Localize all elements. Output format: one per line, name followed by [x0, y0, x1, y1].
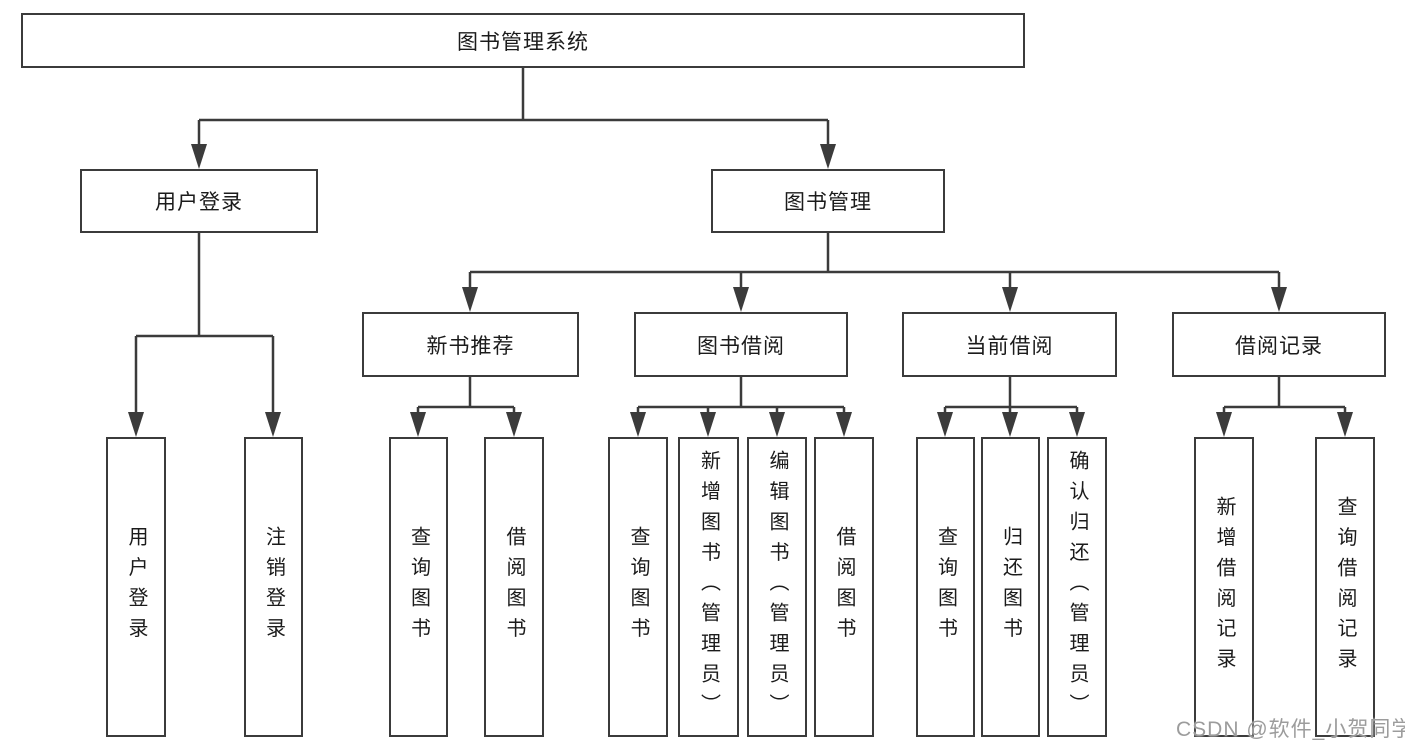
node-label: 查询图书	[934, 526, 957, 648]
node-label: 新书推荐	[426, 334, 515, 358]
leaf-confirm-return-admin: 确认归还（管理员）	[1047, 437, 1107, 737]
node-label: 图书管理	[784, 191, 872, 214]
leaf-add-books-admin: 新增图书（管理员）	[678, 437, 739, 737]
node-label: 借阅图书	[833, 526, 855, 648]
node-label: 用户登录	[155, 191, 243, 214]
csdn-watermark: CSDN @软件_小贺同学	[1176, 718, 1405, 741]
node-label: 编辑图书（管理员）	[766, 450, 788, 724]
node-borrowing-records: 借阅记录	[1172, 312, 1386, 377]
leaf-borrow-books-recommend: 借阅图书	[484, 437, 544, 737]
node-label: 图书借阅	[697, 334, 785, 358]
node-label: 图书管理系统	[457, 30, 589, 54]
node-current-borrowing: 当前借阅	[902, 312, 1117, 377]
leaf-query-books-recommend: 查询图书	[389, 437, 448, 737]
node-label: 确认归还（管理员）	[1066, 450, 1088, 724]
node-book-borrowing: 图书借阅	[634, 312, 848, 377]
node-label: 新增图书（管理员）	[697, 450, 720, 724]
leaf-add-borrow-record: 新增借阅记录	[1194, 437, 1254, 737]
leaf-edit-books-admin: 编辑图书（管理员）	[747, 437, 807, 737]
leaf-query-books-borrow: 查询图书	[608, 437, 668, 737]
node-label: 查询借阅记录	[1334, 495, 1356, 679]
leaf-return-books: 归还图书	[981, 437, 1040, 737]
node-new-book-recommendation: 新书推荐	[362, 312, 579, 377]
leaf-logout: 注销登录	[244, 437, 303, 737]
leaf-query-books-current: 查询图书	[916, 437, 975, 737]
node-label: 注销登录	[262, 526, 285, 648]
leaf-user-login: 用户登录	[106, 437, 166, 737]
node-library-management-system: 图书管理系统	[21, 13, 1025, 68]
node-label: 当前借阅	[965, 334, 1054, 358]
node-label: 用户登录	[125, 526, 147, 648]
node-label: 查询图书	[627, 526, 649, 648]
node-label: 借阅图书	[503, 526, 525, 648]
leaf-borrow-books: 借阅图书	[814, 437, 874, 737]
node-book-management: 图书管理	[711, 169, 945, 233]
leaf-query-borrow-record: 查询借阅记录	[1315, 437, 1375, 737]
node-label: 归还图书	[999, 526, 1022, 648]
node-label: 新增借阅记录	[1213, 495, 1235, 679]
node-label: 查询图书	[407, 526, 430, 648]
node-label: 借阅记录	[1235, 334, 1323, 358]
node-user-login: 用户登录	[80, 169, 318, 233]
